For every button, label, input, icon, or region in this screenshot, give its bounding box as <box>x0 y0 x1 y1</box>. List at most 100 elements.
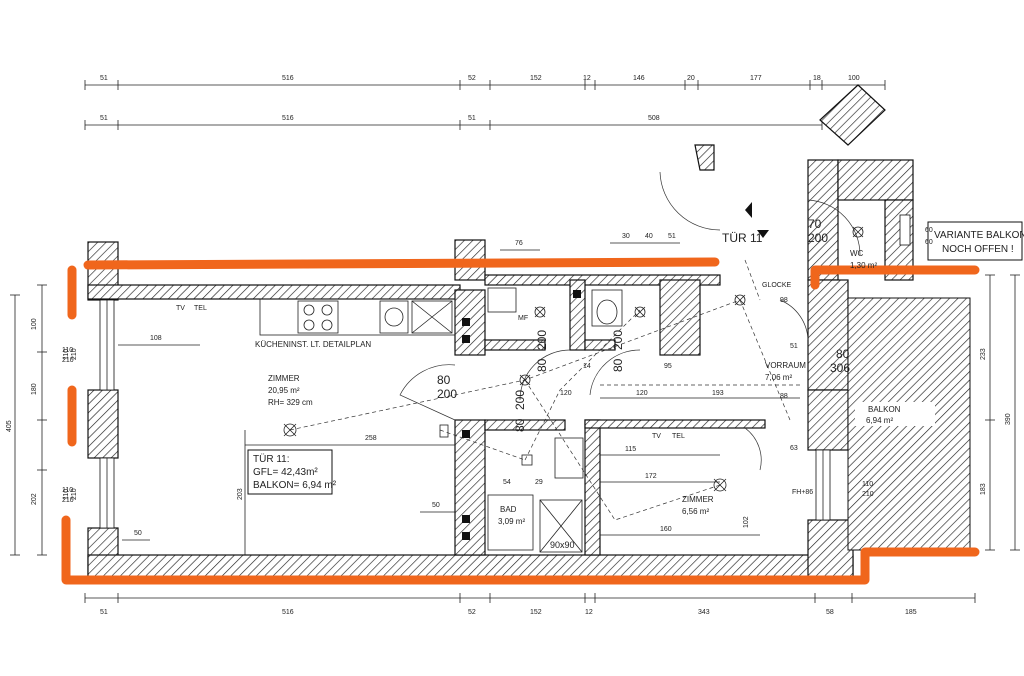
opening-2-width: 80 <box>611 358 625 372</box>
opening-4-height: 200 <box>808 231 828 245</box>
dim-top1-1: 516 <box>282 75 294 82</box>
zimmer-main-area: 20,95 m² <box>268 386 300 395</box>
dim-bottom-2: 52 <box>468 609 476 616</box>
opening-5-height: 306 <box>830 361 850 375</box>
windows <box>99 214 911 529</box>
interior-dim-18: 14 <box>583 363 591 370</box>
doors <box>399 171 861 471</box>
tv-label-main: TV <box>176 305 185 312</box>
interior-dim-22: 63 <box>790 445 798 452</box>
interior-dim-23: 51 <box>790 343 798 350</box>
kitchen-note: KÜCHENINST. LT. DETAILPLAN <box>255 340 371 349</box>
dim-right-0: 233 <box>980 348 987 360</box>
interior-dim-7: 40 <box>645 233 653 240</box>
dim-bottom-4: 12 <box>585 609 593 616</box>
dim-top1-7: 177 <box>750 75 762 82</box>
interior-dim-20: 98 <box>780 297 788 304</box>
zimmer-small-area: 6,56 m² <box>682 507 709 516</box>
top-dimension-row-2: 51 516 51 508 <box>84 115 823 130</box>
glocke-label: GLOCKE <box>762 282 792 289</box>
dim-bottom-0: 51 <box>100 609 108 616</box>
variant-note-line2: NOCH OFFEN ! <box>942 244 1014 255</box>
opening-3-width: 80 <box>513 418 527 432</box>
balkon-name: BALKON <box>868 405 901 414</box>
dim-left-7: 202 <box>31 493 38 505</box>
wc-area: 1,30 m² <box>850 261 877 270</box>
interior-dim-16: 54 <box>503 479 511 486</box>
dim-bottom-7: 185 <box>905 609 917 616</box>
dim-top1-4: 12 <box>583 75 591 82</box>
dim-top2-0: 51 <box>100 115 108 122</box>
kitchen-fixtures <box>259 298 456 336</box>
dim-top1-2: 52 <box>468 75 476 82</box>
door-label: TÜR 11 <box>722 231 763 245</box>
dim-top1-5: 146 <box>633 75 645 82</box>
entrance-marker-icon <box>757 230 769 238</box>
dim-top1-9: 100 <box>848 75 860 82</box>
tel-label-main: TEL <box>194 305 207 312</box>
summary-box <box>247 449 333 495</box>
opening-3-height: 200 <box>513 390 527 410</box>
interior-dim-3: 50 <box>432 502 440 509</box>
interior-dim-10: 120 <box>636 390 648 397</box>
interior-dim-14: 160 <box>660 526 672 533</box>
dim-top2-2: 51 <box>468 115 476 122</box>
variant-note-line1: VARIANTE BALKON <box>934 230 1024 241</box>
opening-2-height: 200 <box>611 330 625 350</box>
dim-left-6: 210 <box>71 488 78 500</box>
dim-left-2: 210 <box>71 348 78 360</box>
interior-dim-2: 203 <box>237 488 244 500</box>
balcony-label-bg <box>855 402 935 426</box>
interior-dim-17: 29 <box>535 479 543 486</box>
dim-top2-1: 516 <box>282 115 294 122</box>
top-dimension-row-1: 51 516 52 152 12 146 20 177 18 100 <box>84 75 886 90</box>
vorraum-area: 7,06 m² <box>765 373 792 382</box>
opening-1-height: 200 <box>535 330 549 350</box>
variant-note-box <box>927 221 1023 261</box>
interior-dim-1: 258 <box>365 435 377 442</box>
opening-4-width: 70 <box>808 217 822 231</box>
window-dim-3: 210 <box>62 497 74 504</box>
dim-bottom-1: 516 <box>282 609 294 616</box>
dim-left-1: 110 <box>63 349 70 360</box>
shower-label: 90x90 <box>550 540 575 550</box>
dim-top1-0: 51 <box>100 75 108 82</box>
interior-dim-12: 115 <box>625 446 636 453</box>
zimmer-main-height: RH= 329 cm <box>268 398 313 407</box>
interior-dim-21: 88 <box>780 393 788 400</box>
interior-dim-15: 102 <box>743 516 750 528</box>
interior-dim-0: 108 <box>150 335 162 342</box>
dim-top1-3: 152 <box>530 75 542 82</box>
interior-dim-9: 120 <box>560 390 572 397</box>
balkon-area: 6,94 m² <box>866 416 893 425</box>
interior-dim-4: 50 <box>134 530 142 537</box>
bathroom-fixtures <box>487 287 623 553</box>
highlight-outline <box>61 257 980 585</box>
interior-dim-8: 51 <box>668 233 676 240</box>
window-dim-4: 110 <box>862 481 873 488</box>
bottom-dimension-row: 51 516 52 152 12 343 58 185 <box>84 593 976 616</box>
fh-label: FH+86 <box>792 489 813 496</box>
dim-left-0: 100 <box>31 318 38 330</box>
wc-name: WC <box>850 249 864 258</box>
sockets <box>462 290 581 540</box>
dim-bottom-6: 58 <box>826 609 834 616</box>
opening-0-width: 80 <box>437 373 451 387</box>
zimmer-small-name: ZIMMER <box>682 495 714 504</box>
summary-gfl: GFL= 42,43m² <box>253 467 318 478</box>
zimmer-main-name: ZIMMER <box>268 374 300 383</box>
summary-balkon: BALKON= 6,94 m² <box>253 480 337 491</box>
tv-label-small: TV <box>652 433 661 440</box>
dim-right-1: 390 <box>1005 413 1012 425</box>
dim-left-5: 110 <box>63 489 70 500</box>
dim-right-2: 183 <box>980 483 987 495</box>
dim-top2-3: 508 <box>648 115 660 122</box>
ceiling-lights <box>283 226 864 492</box>
vorraum-name: VORRAUM <box>765 361 806 370</box>
interior-dimension-lines <box>118 242 800 555</box>
interior-dim-13: 172 <box>645 473 657 480</box>
tel-label-small: TEL <box>672 433 685 440</box>
summary-door: TÜR 11: <box>253 453 290 465</box>
dim-bottom-5: 343 <box>698 609 710 616</box>
